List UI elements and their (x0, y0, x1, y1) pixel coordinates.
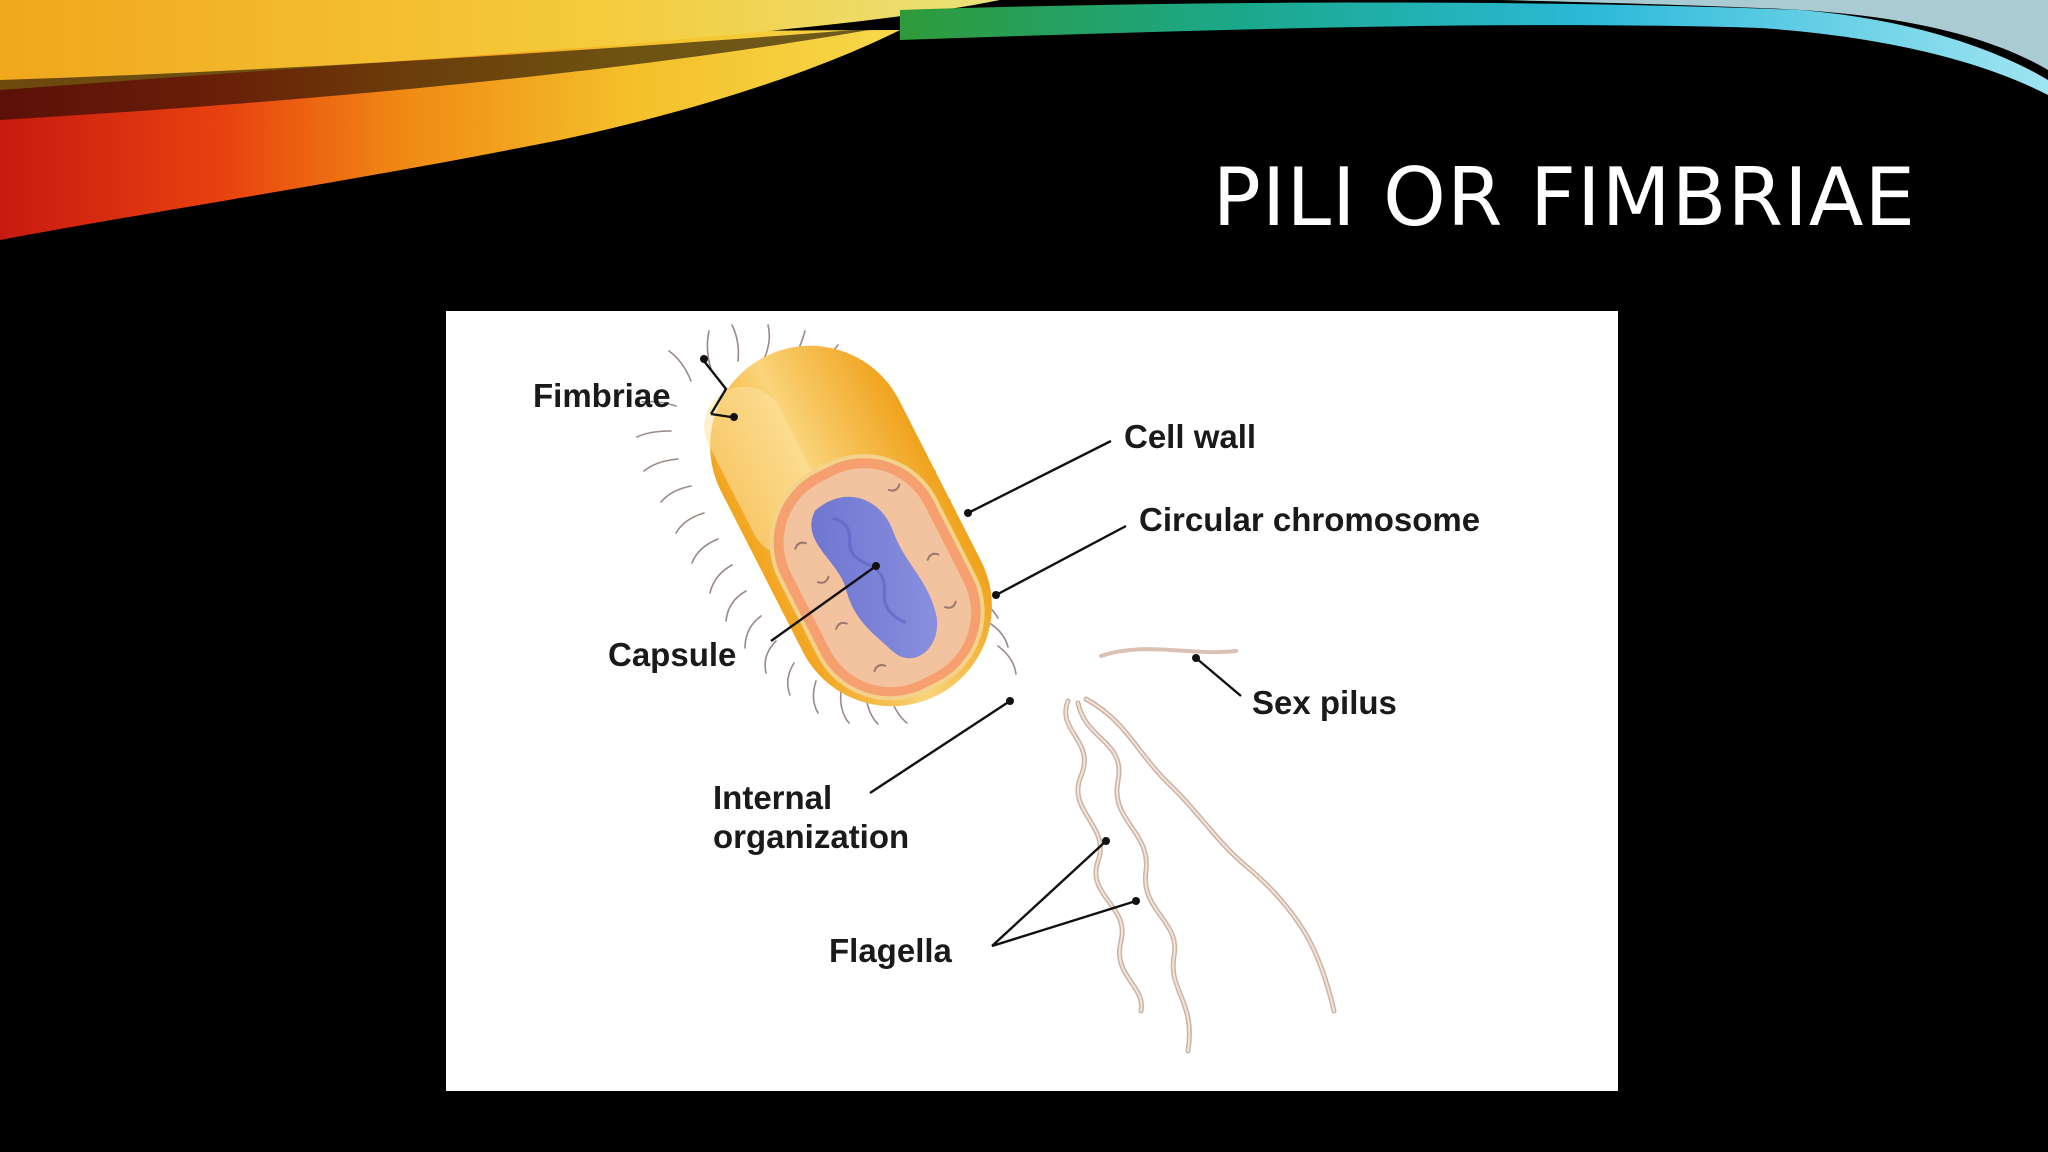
label-fimbriae: Fimbriae (533, 377, 671, 414)
ribbon-teal (900, 2, 2048, 95)
ribbon-gold (0, 0, 1000, 90)
label-internal-organization-line1: Internal (713, 779, 832, 816)
ribbon-light (1500, 0, 2048, 70)
leader-lines (700, 355, 1242, 948)
fimbriae-bracket (703, 360, 728, 415)
label-cell-wall: Cell wall (1124, 418, 1256, 455)
bacterium-diagram-panel: Fimbriae Cell wall Circular chromosome C… (446, 311, 1618, 1091)
bacterium-cell (704, 345, 992, 707)
sex-pilus (1099, 647, 1238, 658)
circular-chromosome (811, 496, 938, 659)
label-sex-pilus: Sex pilus (1252, 684, 1397, 721)
label-internal-organization-line2: organization (713, 818, 909, 855)
bacterium-diagram: Fimbriae Cell wall Circular chromosome C… (533, 324, 1480, 1054)
slide-title: PILI OR FIMBRIAE (1212, 151, 1916, 244)
flagellum-1 (1063, 698, 1144, 1014)
flagella (1063, 696, 1337, 1054)
label-capsule: Capsule (608, 636, 736, 673)
label-flagella: Flagella (829, 932, 953, 969)
label-circular-chromosome: Circular chromosome (1139, 501, 1480, 538)
ribbon-dark (0, 28, 880, 120)
decorative-swoosh (0, 0, 2048, 240)
